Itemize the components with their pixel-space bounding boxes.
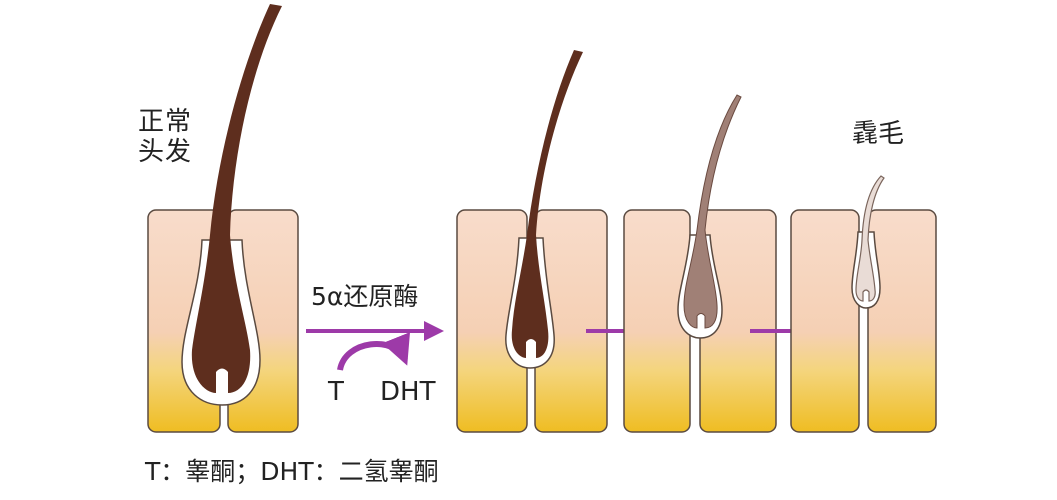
conversion-curved-arrow: [337, 332, 410, 371]
label-normal-hair: 正常 头发: [138, 107, 193, 168]
stage-normal-hair: [147, 4, 299, 433]
label-testosterone: T: [328, 377, 344, 407]
stage-miniaturizing-hair: [623, 94, 777, 433]
skin-block-4a: [790, 209, 860, 433]
stage-vellus-hair: [790, 175, 937, 433]
label-enzyme: 5α还原酶: [311, 282, 419, 311]
label-normal-hair-line1: 正常: [138, 107, 193, 137]
label-vellus-hair: 毳毛: [852, 119, 905, 149]
enzyme-conversion: [306, 321, 444, 371]
hair-shaft-2: [511, 50, 583, 358]
stage-thinning-hair: [456, 50, 608, 433]
legend-note: T：睾酮；DHT：二氢睾酮: [145, 457, 439, 486]
hair-shaft-4: [855, 175, 885, 302]
label-normal-hair-line2: 头发: [138, 136, 193, 167]
skin-block-4b: [867, 209, 937, 433]
hair-shaft-3: [683, 94, 742, 329]
label-dht: DHT: [380, 377, 436, 407]
hair-shaft-normal: [191, 4, 282, 393]
